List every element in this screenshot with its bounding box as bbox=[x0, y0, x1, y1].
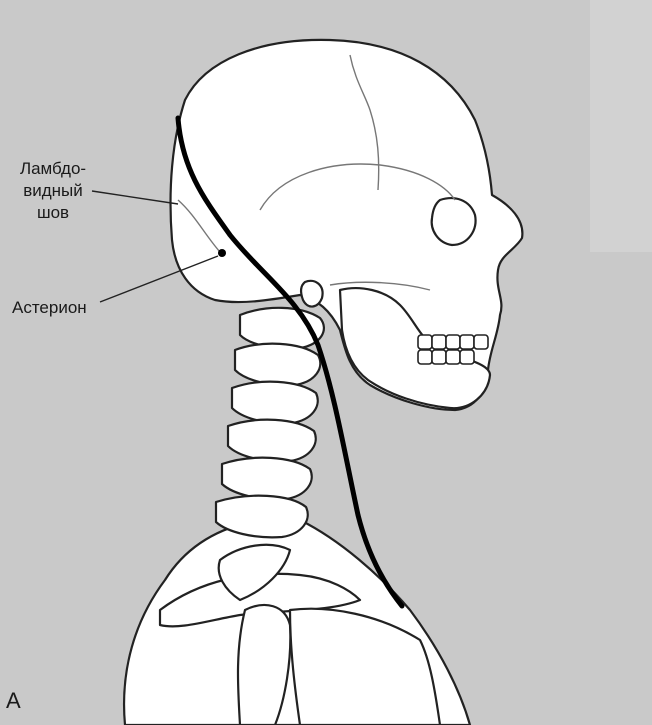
cervical-vertebra-5 bbox=[222, 458, 312, 500]
tooth bbox=[446, 335, 460, 349]
lambdoid-label-line-2: видный bbox=[14, 180, 92, 202]
tooth bbox=[460, 335, 474, 349]
lambdoid-label-line-1: Ламбдо- bbox=[14, 158, 92, 180]
cervical-vertebra-4 bbox=[228, 420, 316, 462]
tooth bbox=[418, 335, 432, 349]
tooth bbox=[446, 350, 460, 364]
panel-letter: А bbox=[6, 690, 21, 712]
tooth bbox=[432, 350, 446, 364]
cervical-vertebra-6 bbox=[216, 496, 308, 538]
lambdoid-label-line-3: шов bbox=[14, 202, 92, 224]
cervical-vertebra-2 bbox=[235, 344, 320, 386]
tooth bbox=[474, 335, 488, 349]
lambdoid-suture-label: Ламбдо- видный шов bbox=[14, 158, 92, 224]
tooth bbox=[460, 350, 474, 364]
asterion-marker bbox=[218, 249, 226, 257]
tooth bbox=[418, 350, 432, 364]
background-upper-right bbox=[590, 0, 652, 252]
orbit bbox=[432, 198, 476, 245]
asterion-label: Астерион bbox=[12, 297, 87, 319]
tooth bbox=[432, 335, 446, 349]
cervical-vertebra-3 bbox=[232, 382, 318, 424]
mastoid-process bbox=[301, 281, 323, 307]
